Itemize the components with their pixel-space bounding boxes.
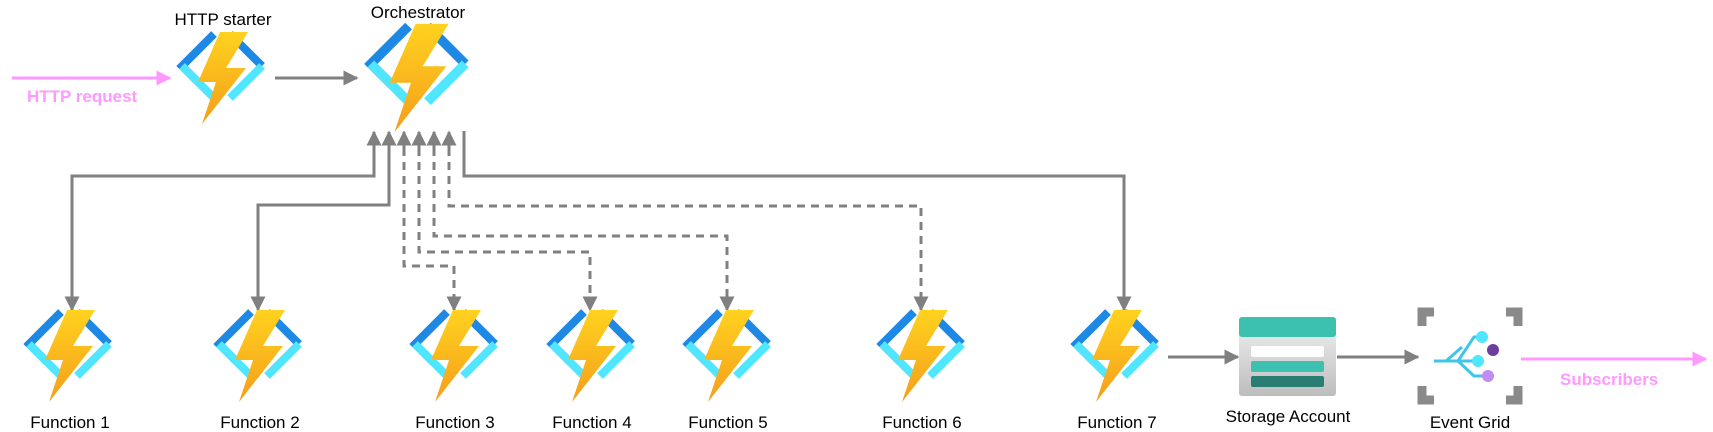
function2-icon — [219, 310, 299, 402]
event-grid-icon — [1417, 307, 1523, 405]
function5-label: Function 5 — [688, 413, 767, 432]
function3-label: Function 3 — [415, 413, 494, 432]
function5-icon — [688, 310, 768, 402]
function4-label: Function 4 — [552, 413, 631, 432]
function2-label: Function 2 — [220, 413, 299, 432]
orchestrator-to-function1-connector — [64, 148, 376, 312]
function1-label: Function 1 — [30, 413, 109, 432]
orchestrator-to-function4-connector — [417, 148, 598, 312]
orchestrator-to-function6-connector — [447, 148, 929, 312]
function3-icon — [415, 310, 495, 402]
orchestrator-to-function3-connector — [402, 148, 462, 312]
orchestrator-function-icon — [371, 24, 465, 133]
orchestrator-label: Orchestrator — [371, 3, 466, 22]
function7-icon — [1076, 310, 1156, 402]
subscribers-label: Subscribers — [1560, 370, 1658, 389]
storage-account-label: Storage Account — [1226, 407, 1351, 426]
function7-label: Function 7 — [1077, 413, 1156, 432]
http-starter-label: HTTP starter — [175, 10, 272, 29]
function4-icon — [552, 310, 632, 402]
orchestrator-to-function2-connector — [250, 148, 391, 312]
http-request-label: HTTP request — [27, 87, 138, 106]
function6-label: Function 6 — [882, 413, 961, 432]
function1-icon — [29, 310, 109, 402]
event-grid-label: Event Grid — [1430, 413, 1510, 432]
function6-icon — [882, 310, 962, 402]
storage-account-icon — [1239, 317, 1336, 396]
orchestrator-to-function5-connector — [432, 148, 735, 312]
http-starter-function-icon — [182, 32, 262, 124]
orchestrator-to-function7-connector — [462, 131, 1132, 312]
